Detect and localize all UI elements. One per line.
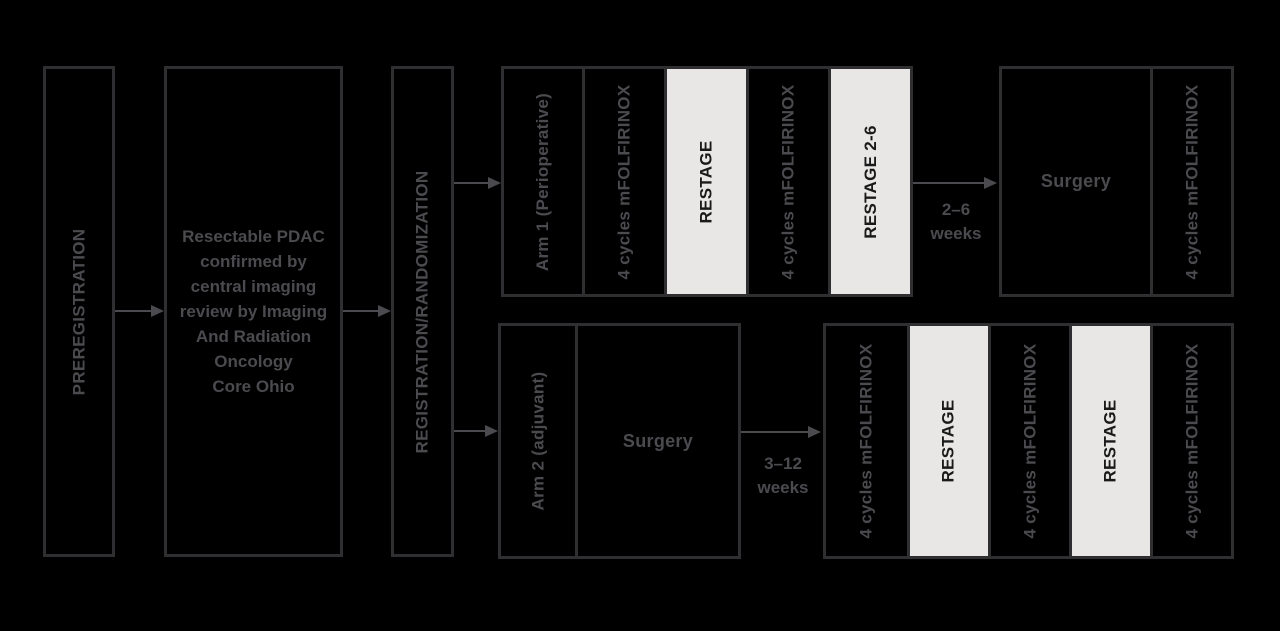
arm2-treatment-box: 4 cycles mFOLFIRINOX RESTAGE 4 cycles mF… [823,323,1234,559]
registration-box: REGISTRATION/RANDOMIZATION [391,66,454,557]
eligibility-line: Oncology [214,352,293,371]
arrow-arm2-to-chemo [741,431,809,433]
arm2-surgery-box: Arm 2 (adjuvant) Surgery [498,323,741,559]
arm2-interval-line1: 3–12 [764,454,802,473]
arm2-segment-chemo-3: 4 cycles mFOLFIRINOX [1150,326,1231,556]
eligibility-text-block: Resectable PDAC confirmed by central ima… [167,69,340,554]
arrow-prereg-to-eligibility [115,310,152,312]
arm1-post-surgery-segment: 4 cycles mFOLFIRINOX [1150,69,1231,294]
arrowhead-registration-to-arm1-icon [488,177,501,189]
arm1-segment-restage-1: RESTAGE [664,69,746,294]
arm2-interval-label: 3–12 weeks [743,452,823,500]
arm1-interval-line2: weeks [930,224,982,243]
arm2-label: Arm 2 (adjuvant) [528,371,547,511]
arrow-registration-to-arm2 [454,430,486,432]
arm1-surgery-label: Surgery [1040,171,1112,191]
arrowhead-prereg-to-eligibility-icon [151,305,164,317]
arm1-chemo-2-label: 4 cycles mFOLFIRINOX [778,84,798,279]
arrow-registration-to-arm1 [454,182,489,184]
arrowhead-eligibility-to-registration-icon [378,305,391,317]
arm2-surgery-label: Surgery [622,430,694,451]
arm2-restage-1-label: RESTAGE [939,399,958,483]
arm2-restage-2-label: RESTAGE [1101,399,1120,483]
arm1-segment-arm-label: Arm 1 (Perioperative) [504,69,582,294]
arm2-chemo-3-label: 4 cycles mFOLFIRINOX [1182,343,1202,539]
eligibility-line: central imaging [190,277,317,296]
arm2-segment-chemo-2: 4 cycles mFOLFIRINOX [988,326,1069,556]
arm1-segment-chemo-2: 4 cycles mFOLFIRINOX [746,69,828,294]
arm2-chemo-1-label: 4 cycles mFOLFIRINOX [856,343,876,539]
eligibility-line: Core Ohio [212,377,295,396]
arm1-interval-line1: 2–6 [941,200,971,219]
arm2-surgery-segment: Surgery [575,326,738,556]
arm2-segment-restage-1: RESTAGE [907,326,988,556]
preregistration-segment: PREREGISTRATION [46,69,112,554]
arrowhead-arm1-to-surgery-icon [984,177,997,189]
preregistration-box: PREREGISTRATION [43,66,115,557]
arm2-chemo-2-label: 4 cycles mFOLFIRINOX [1020,343,1040,539]
eligibility-line: review by Imaging [179,302,328,321]
registration-segment: REGISTRATION/RANDOMIZATION [394,69,451,554]
arm1-restage-2-label: RESTAGE 2-6 [860,124,880,239]
arrow-eligibility-to-registration [343,310,379,312]
eligibility-box: Resectable PDAC confirmed by central ima… [164,66,343,557]
arm1-restage-1-label: RESTAGE [696,139,716,224]
preregistration-label: PREREGISTRATION [69,228,89,395]
registration-label: REGISTRATION/RANDOMIZATION [412,170,432,453]
arm1-treatment-box: Arm 1 (Perioperative) 4 cycles mFOLFIRIN… [501,66,913,297]
arrow-arm1-to-surgery [913,182,985,184]
arm1-surgery-box: Surgery 4 cycles mFOLFIRINOX [999,66,1234,297]
arrowhead-registration-to-arm2-icon [485,425,498,437]
arm2-interval-line2: weeks [757,478,809,497]
arm1-interval-label: 2–6 weeks [915,198,997,246]
arm1-chemo-1-label: 4 cycles mFOLFIRINOX [614,84,634,279]
arm1-segment-restage-2: RESTAGE 2-6 [828,69,910,294]
arm1-surgery-segment: Surgery [1002,69,1150,294]
arm1-post-surgery-label: 4 cycles mFOLFIRINOX [1182,84,1202,279]
arm1-label: Arm 1 (Perioperative) [533,92,553,271]
arm2-segment-arm-label: Arm 2 (adjuvant) [501,326,575,556]
arm1-segment-chemo-1: 4 cycles mFOLFIRINOX [582,69,664,294]
arm2-segment-chemo-1: 4 cycles mFOLFIRINOX [826,326,907,556]
eligibility-line: confirmed by [200,252,307,271]
eligibility-line: And Radiation [195,327,312,346]
arm2-segment-restage-2: RESTAGE [1069,326,1150,556]
eligibility-line: Resectable PDAC [182,227,325,246]
arrowhead-arm2-to-chemo-icon [808,426,821,438]
